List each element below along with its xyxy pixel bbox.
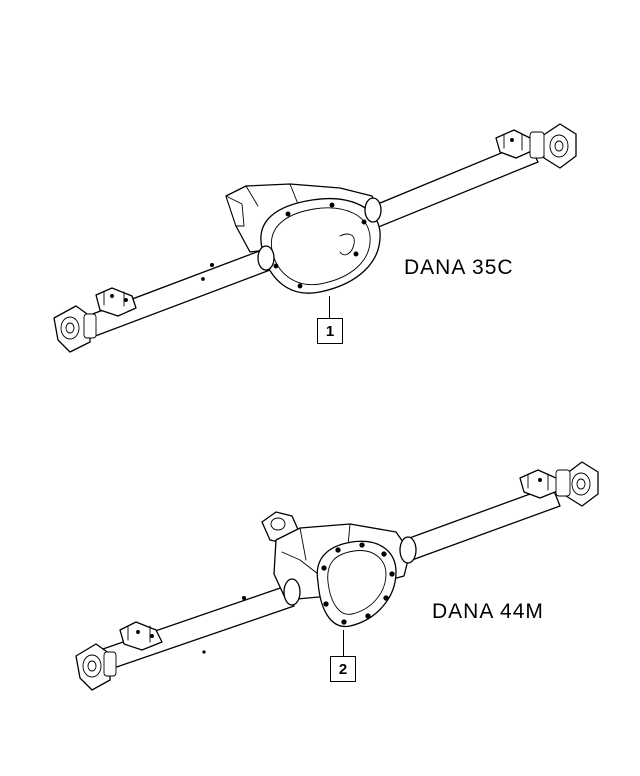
left-spring-pad: [95, 287, 137, 317]
callout-1-box[interactable]: 1: [317, 318, 343, 344]
left-tube-collar: [257, 245, 275, 271]
left-spring-pad: [119, 621, 163, 651]
callout-2-leader: [343, 630, 344, 656]
dana-44m-label: DANA 44M: [432, 600, 544, 623]
left-tube-collar: [283, 578, 301, 606]
dana-44m-axle-illustration: [75, 461, 599, 691]
right-tube-collar: [364, 197, 382, 223]
dana-35c-axle-illustration: [53, 123, 577, 353]
callout-2-box[interactable]: 2: [330, 656, 356, 682]
right-tube-collar: [399, 536, 417, 564]
dana-35c-label: DANA 35C: [404, 256, 514, 279]
callout-1-leader: [329, 296, 330, 318]
